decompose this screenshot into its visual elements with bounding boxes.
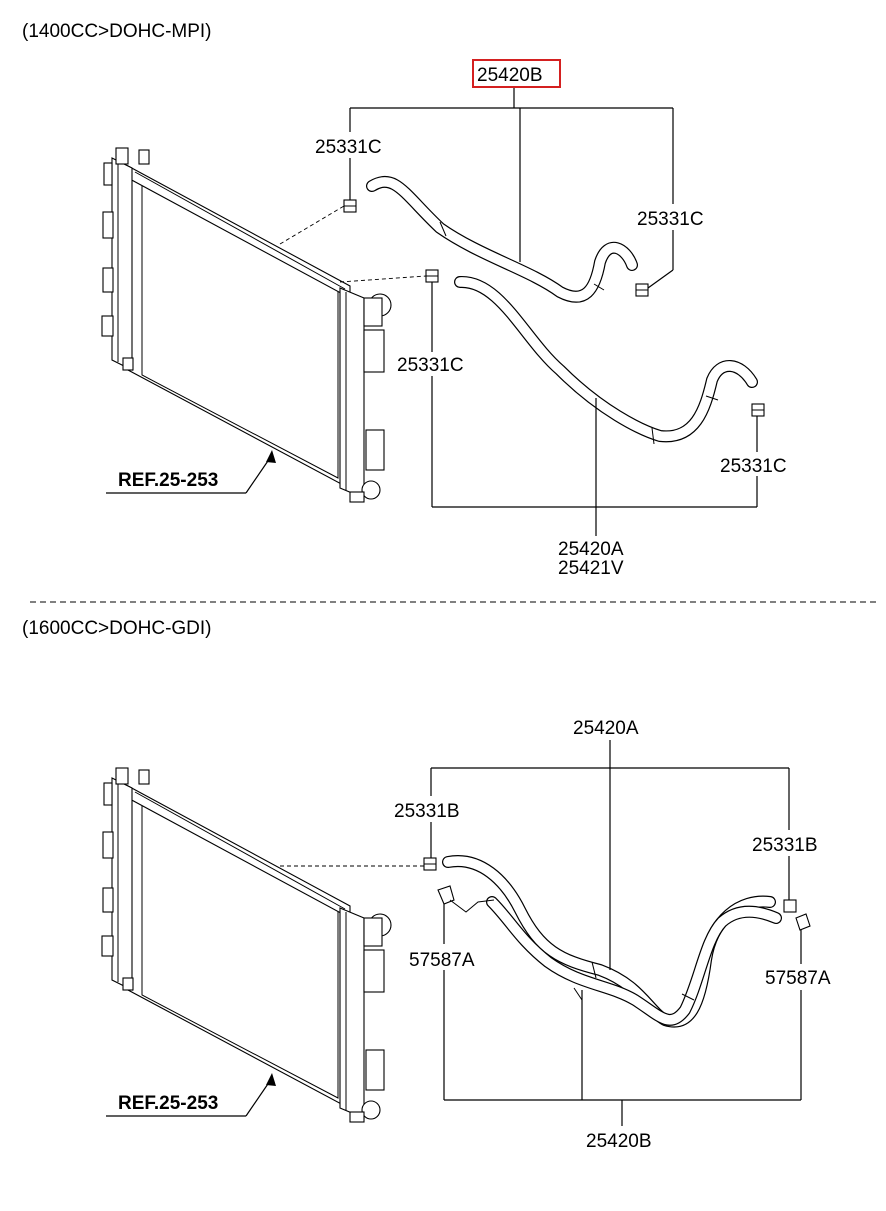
part-label-57587a[interactable]: 57587A [765, 968, 831, 989]
leader-lines-1 [349, 86, 758, 536]
part-label-25331c[interactable]: 25331C [315, 137, 382, 158]
section-1-engine-label: (1400CC>DOHC-MPI) [22, 21, 212, 42]
clip-icon [635, 283, 649, 297]
part-label-25420b[interactable]: 25420B [586, 1131, 652, 1152]
hose-pair-gdi [442, 855, 782, 1028]
part-label-25420a[interactable]: 25420A [558, 539, 624, 560]
ref-label[interactable]: REF.25-253 [118, 470, 218, 491]
radiator-2 [101, 767, 392, 1123]
ref-label[interactable]: REF.25-253 [118, 1093, 218, 1114]
clip-icon [425, 269, 439, 283]
part-label-25331c[interactable]: 25331C [720, 456, 787, 477]
bracket-icon [795, 913, 811, 931]
part-label-25331c[interactable]: 25331C [397, 355, 464, 376]
section-2-engine-label: (1600CC>DOHC-GDI) [22, 618, 212, 639]
ref-callout-2 [106, 1073, 276, 1117]
clip-icon [783, 899, 797, 913]
clip-icon [423, 857, 437, 871]
part-label-25331c[interactable]: 25331C [637, 209, 704, 230]
part-label-25331b[interactable]: 25331B [752, 835, 818, 856]
clip-icon [751, 403, 765, 417]
part-label-25331b[interactable]: 25331B [394, 801, 460, 822]
highlight-box [472, 59, 561, 88]
part-label-25420a[interactable]: 25420A [573, 718, 639, 739]
part-label-25421v[interactable]: 25421V [558, 558, 624, 579]
lower-hose-25420a [454, 276, 758, 445]
part-label-25420b[interactable]: 25420B [477, 65, 543, 86]
leader-lines-2 [430, 740, 802, 1126]
ref-callout-1 [106, 450, 276, 494]
upper-hose-25420b [366, 175, 638, 303]
bracket-icon [437, 885, 495, 913]
clip-icon [343, 199, 357, 213]
part-label-57587a[interactable]: 57587A [409, 950, 475, 971]
